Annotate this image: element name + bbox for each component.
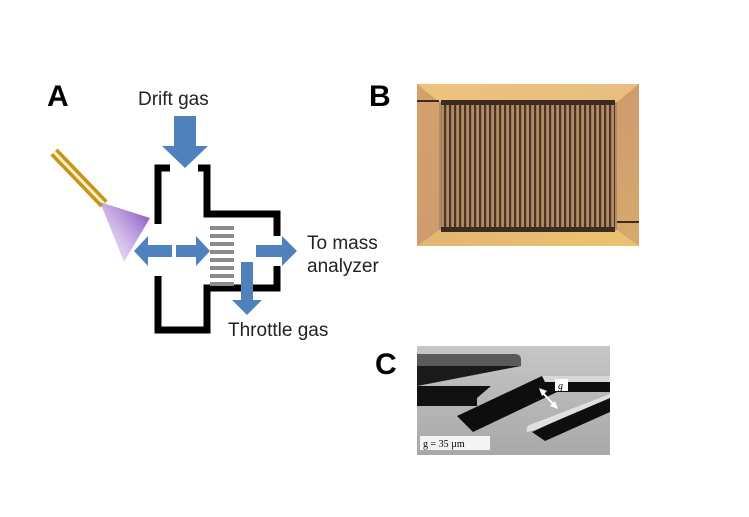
gap-label: g (558, 381, 563, 392)
spray-plume (100, 202, 150, 262)
drift-gas-label: Drift gas (138, 89, 209, 110)
chip-micrograph (417, 84, 639, 246)
chamber-walls (154, 164, 281, 334)
sem-image: g g = 35 µm (417, 346, 610, 455)
to-mass-analyzer-label-line2: analyzer (307, 256, 379, 277)
panel-b-label: B (369, 80, 391, 113)
ion-inflow-arrow (176, 236, 210, 266)
emitter-capillary (50, 148, 108, 208)
drift-gas-arrow (162, 116, 208, 168)
ion-grid (210, 226, 234, 286)
to-mass-analyzer-arrow (256, 236, 297, 266)
panel-c-label: C (375, 348, 397, 381)
panel-a-label: A (47, 80, 69, 113)
throttle-gas-arrow (232, 262, 262, 315)
to-mass-analyzer-label-line1: To mass (307, 233, 378, 254)
throttle-gas-label: Throttle gas (228, 320, 329, 341)
scale-label: g = 35 µm (423, 439, 465, 450)
ion-outflow-arrow-left (134, 236, 172, 266)
